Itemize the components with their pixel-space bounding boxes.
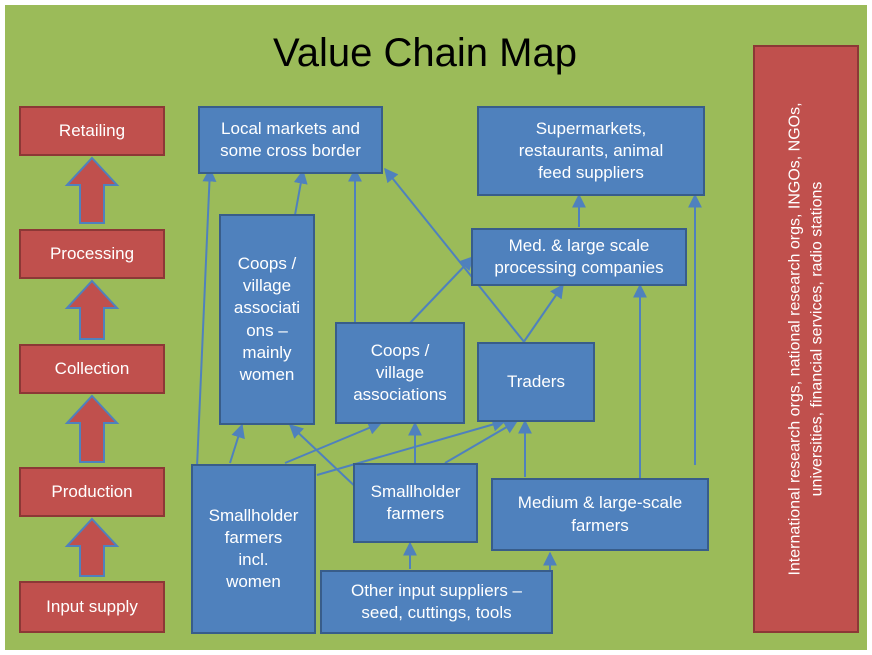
arrow-smallholder-to-coops-women (288, 424, 361, 492)
arrow-smallholder-women-to-coops-women (229, 423, 245, 464)
node-traders: Traders (477, 342, 595, 422)
support-actors-panel: International research orgs, national re… (753, 45, 859, 633)
arrow-smallholder-women-to-traders (316, 417, 507, 476)
arrow-smallholder-women-to-coops (284, 421, 383, 464)
node-other-input-suppliers: Other input suppliers – seed, cuttings, … (320, 570, 553, 634)
stage-production: Production (19, 467, 165, 517)
arrow-coops-to-processing (409, 255, 474, 324)
node-coops-village-associations: Coops / village associations (335, 322, 465, 424)
node-supermarkets: Supermarkets, restaurants, animal feed s… (477, 106, 705, 196)
stage-collection: Collection (19, 344, 165, 394)
stage-arrows (64, 156, 120, 577)
arrow-smallholder-women-to-local-markets (196, 167, 217, 468)
node-coops-mainly-women: Coops / village associati ons – mainly w… (219, 214, 315, 425)
stage-arrow-icon (64, 279, 120, 340)
arrow-traders-to-processing (522, 283, 564, 344)
node-medium-large-farmers: Medium & large-scale farmers (491, 478, 709, 551)
node-smallholder-farmers: Smallholder farmers (353, 463, 478, 543)
support-actors-text: International research orgs, national re… (786, 102, 825, 576)
arrow-traders-to-local-markets (384, 167, 526, 344)
node-processing-companies: Med. & large scale processing companies (471, 228, 687, 286)
stage-arrow-icon (64, 517, 120, 577)
diagram-title: Value Chain Map (273, 31, 577, 75)
stage-input-supply: Input supply (19, 581, 165, 633)
connector-lines (196, 167, 702, 571)
node-local-markets: Local markets and some cross border (198, 106, 383, 174)
arrow-smallholder-to-traders (444, 420, 519, 464)
stage-arrow-icon (64, 394, 120, 463)
node-smallholder-farmers-women: Smallholder farmers incl. women (191, 464, 316, 634)
stage-retailing: Retailing (19, 106, 165, 156)
arrow-coops-women-to-local-markets (293, 169, 308, 216)
stage-processing: Processing (19, 229, 165, 279)
stage-arrow-icon (64, 156, 120, 224)
value-chain-slide: Value Chain Map Retailing Processing Col… (5, 5, 867, 650)
